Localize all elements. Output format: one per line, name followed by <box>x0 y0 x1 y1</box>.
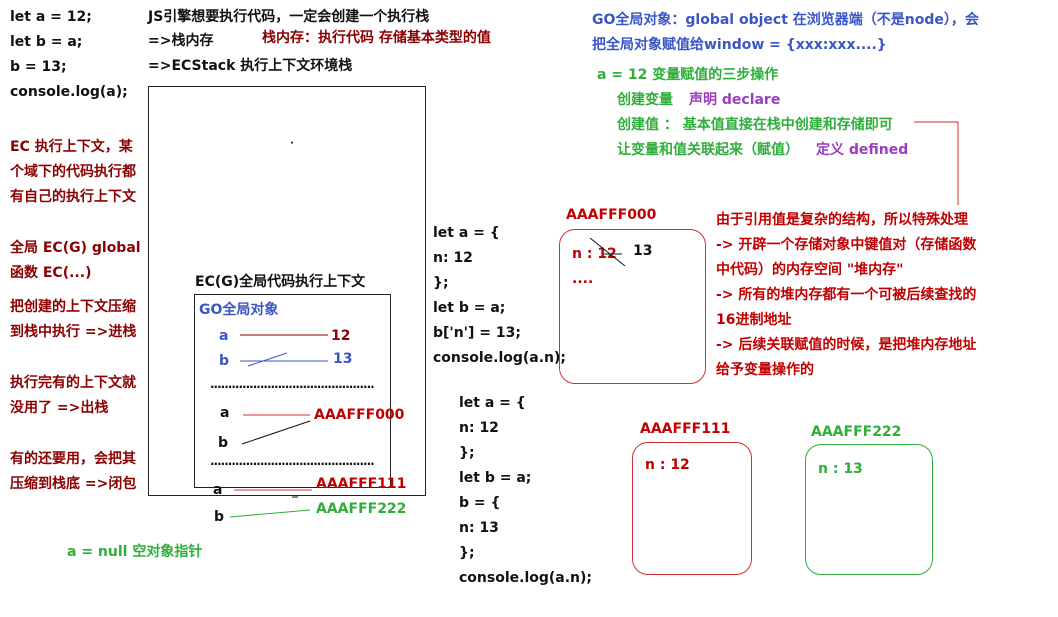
code-line: console.log(a.n); <box>433 350 567 366</box>
push-stack-note: 到栈中执行 =>进栈 <box>10 324 137 340</box>
link-b3-to-222 <box>229 509 311 518</box>
ref-note-line: -> 开辟一个存储对象中键值对（存储函数 <box>716 237 977 253</box>
assign-step-define: 让变量和值关联起来（赋值） <box>617 142 799 158</box>
code-line: b['n'] = 13; <box>433 325 521 341</box>
code-line: let b = a; <box>10 34 83 50</box>
var-a-case3: a <box>213 482 223 498</box>
ec-def-note: 个域下的代码执行都 <box>10 164 136 180</box>
pop-stack-note: 没用了 =>出栈 <box>10 400 109 416</box>
var-b-case3: b <box>214 509 225 525</box>
address-aaafff000: AAAFFF000 <box>314 407 405 423</box>
go-note: 把全局对象赋值给window = {xxx:xxx....} <box>592 37 887 53</box>
heap-address-111: AAAFFF111 <box>640 421 731 437</box>
var-b-object: b <box>218 435 229 451</box>
code-line: }; <box>459 445 475 461</box>
go-note: GO全局对象：global object 在浏览器端（不是node），会 <box>592 12 979 28</box>
code-line: }; <box>433 275 449 291</box>
code-line: b = 13; <box>10 59 67 75</box>
value-12: 12 <box>331 328 351 344</box>
heap-more-dots: .... <box>572 271 594 287</box>
var-b: b <box>219 353 230 369</box>
ecg-box <box>194 294 391 488</box>
ecstack-box <box>148 86 426 496</box>
global-ec-note: 全局 EC(G) global <box>10 240 141 256</box>
assign-title: a = 12 变量赋值的三步操作 <box>597 67 779 83</box>
code-line: let a = { <box>433 225 500 241</box>
code-line: n: 12 <box>433 250 473 266</box>
ecg-title: EC(G)全局代码执行上下文 <box>195 274 366 290</box>
stack-memory-label: =>栈内存 <box>148 33 214 49</box>
heap-new-value: 13 <box>633 243 653 259</box>
value-13: 13 <box>333 351 353 367</box>
heap-box-000 <box>559 229 706 384</box>
code-line: let b = a; <box>459 470 532 486</box>
pop-stack-note: 执行完有的上下文就 <box>10 375 136 391</box>
separator-dots: ........................................… <box>210 377 375 391</box>
stray-dot: · <box>290 138 294 149</box>
ref-note-line: -> 后续关联赋值的时候，是把堆内存地址 <box>716 337 977 353</box>
heap-box-111 <box>632 442 752 575</box>
function-ec-note: 函数 EC(...) <box>10 265 92 281</box>
ref-note-line: -> 所有的堆内存都有一个可被后续查找的 <box>716 287 977 303</box>
ref-note-line: 16进制地址 <box>716 312 792 328</box>
code-line: console.log(a.n); <box>459 570 593 586</box>
code-line: let a = { <box>459 395 526 411</box>
code-line: let b = a; <box>433 300 506 316</box>
heap-prop-n: n : 13 <box>818 461 863 477</box>
ec-def-note: 有自己的执行上下文 <box>10 189 136 205</box>
ref-note-line: 中代码）的内存空间 "堆内存" <box>716 262 904 278</box>
address-aaafff222: AAAFFF222 <box>316 501 407 517</box>
stack-memory-note: 栈内存：执行代码 存储基本类型的值 <box>262 30 491 46</box>
var-a: a <box>219 328 229 344</box>
ecstack-label: =>ECStack 执行上下文环境栈 <box>148 58 353 74</box>
heap-prop-n: n : 12 <box>645 457 690 473</box>
separator-dots: ........................................… <box>210 454 375 468</box>
null-pointer-note: a = null 空对象指针 <box>67 544 203 560</box>
push-stack-note: 把创建的上下文压缩 <box>10 299 136 315</box>
heap-box-222 <box>805 444 933 575</box>
heap-address-222: AAAFFF222 <box>811 424 902 440</box>
ec-def-note: EC 执行上下文，某 <box>10 139 133 155</box>
var-a-object: a <box>220 405 230 421</box>
code-line: let a = 12; <box>10 9 92 25</box>
code-line: n: 13 <box>459 520 499 536</box>
declare-label: 声明 declare <box>689 92 781 108</box>
go-object-label: GO全局对象 <box>199 302 279 318</box>
js-engine-note: JS引擎想要执行代码，一定会创建一个执行栈 <box>148 9 430 25</box>
assign-step-declare: 创建变量 <box>617 92 673 108</box>
strike-old-n <box>589 237 626 267</box>
link-b-to-heap <box>241 420 311 445</box>
address-aaafff111: AAAFFF111 <box>316 476 407 492</box>
code-line: }; <box>459 545 475 561</box>
strike-b-old-link <box>247 352 288 367</box>
code-line: console.log(a); <box>10 84 128 100</box>
defined-label: 定义 defined <box>816 142 909 158</box>
ref-note-line: 由于引用值是复杂的结构，所以特殊处理 <box>716 212 968 228</box>
closure-note: 有的还要用，会把其 <box>10 451 136 467</box>
code-line: b = { <box>459 495 501 511</box>
ref-note-line: 给予变量操作的 <box>716 362 814 378</box>
closure-note: 压缩到栈底 =>闭包 <box>10 476 137 492</box>
code-line: n: 12 <box>459 420 499 436</box>
heap-address-000: AAAFFF000 <box>566 207 657 223</box>
assign-step-create-value: 创建值 ： 基本值直接在栈中创建和存储即可 <box>617 117 893 133</box>
arrow-connector <box>914 121 959 205</box>
